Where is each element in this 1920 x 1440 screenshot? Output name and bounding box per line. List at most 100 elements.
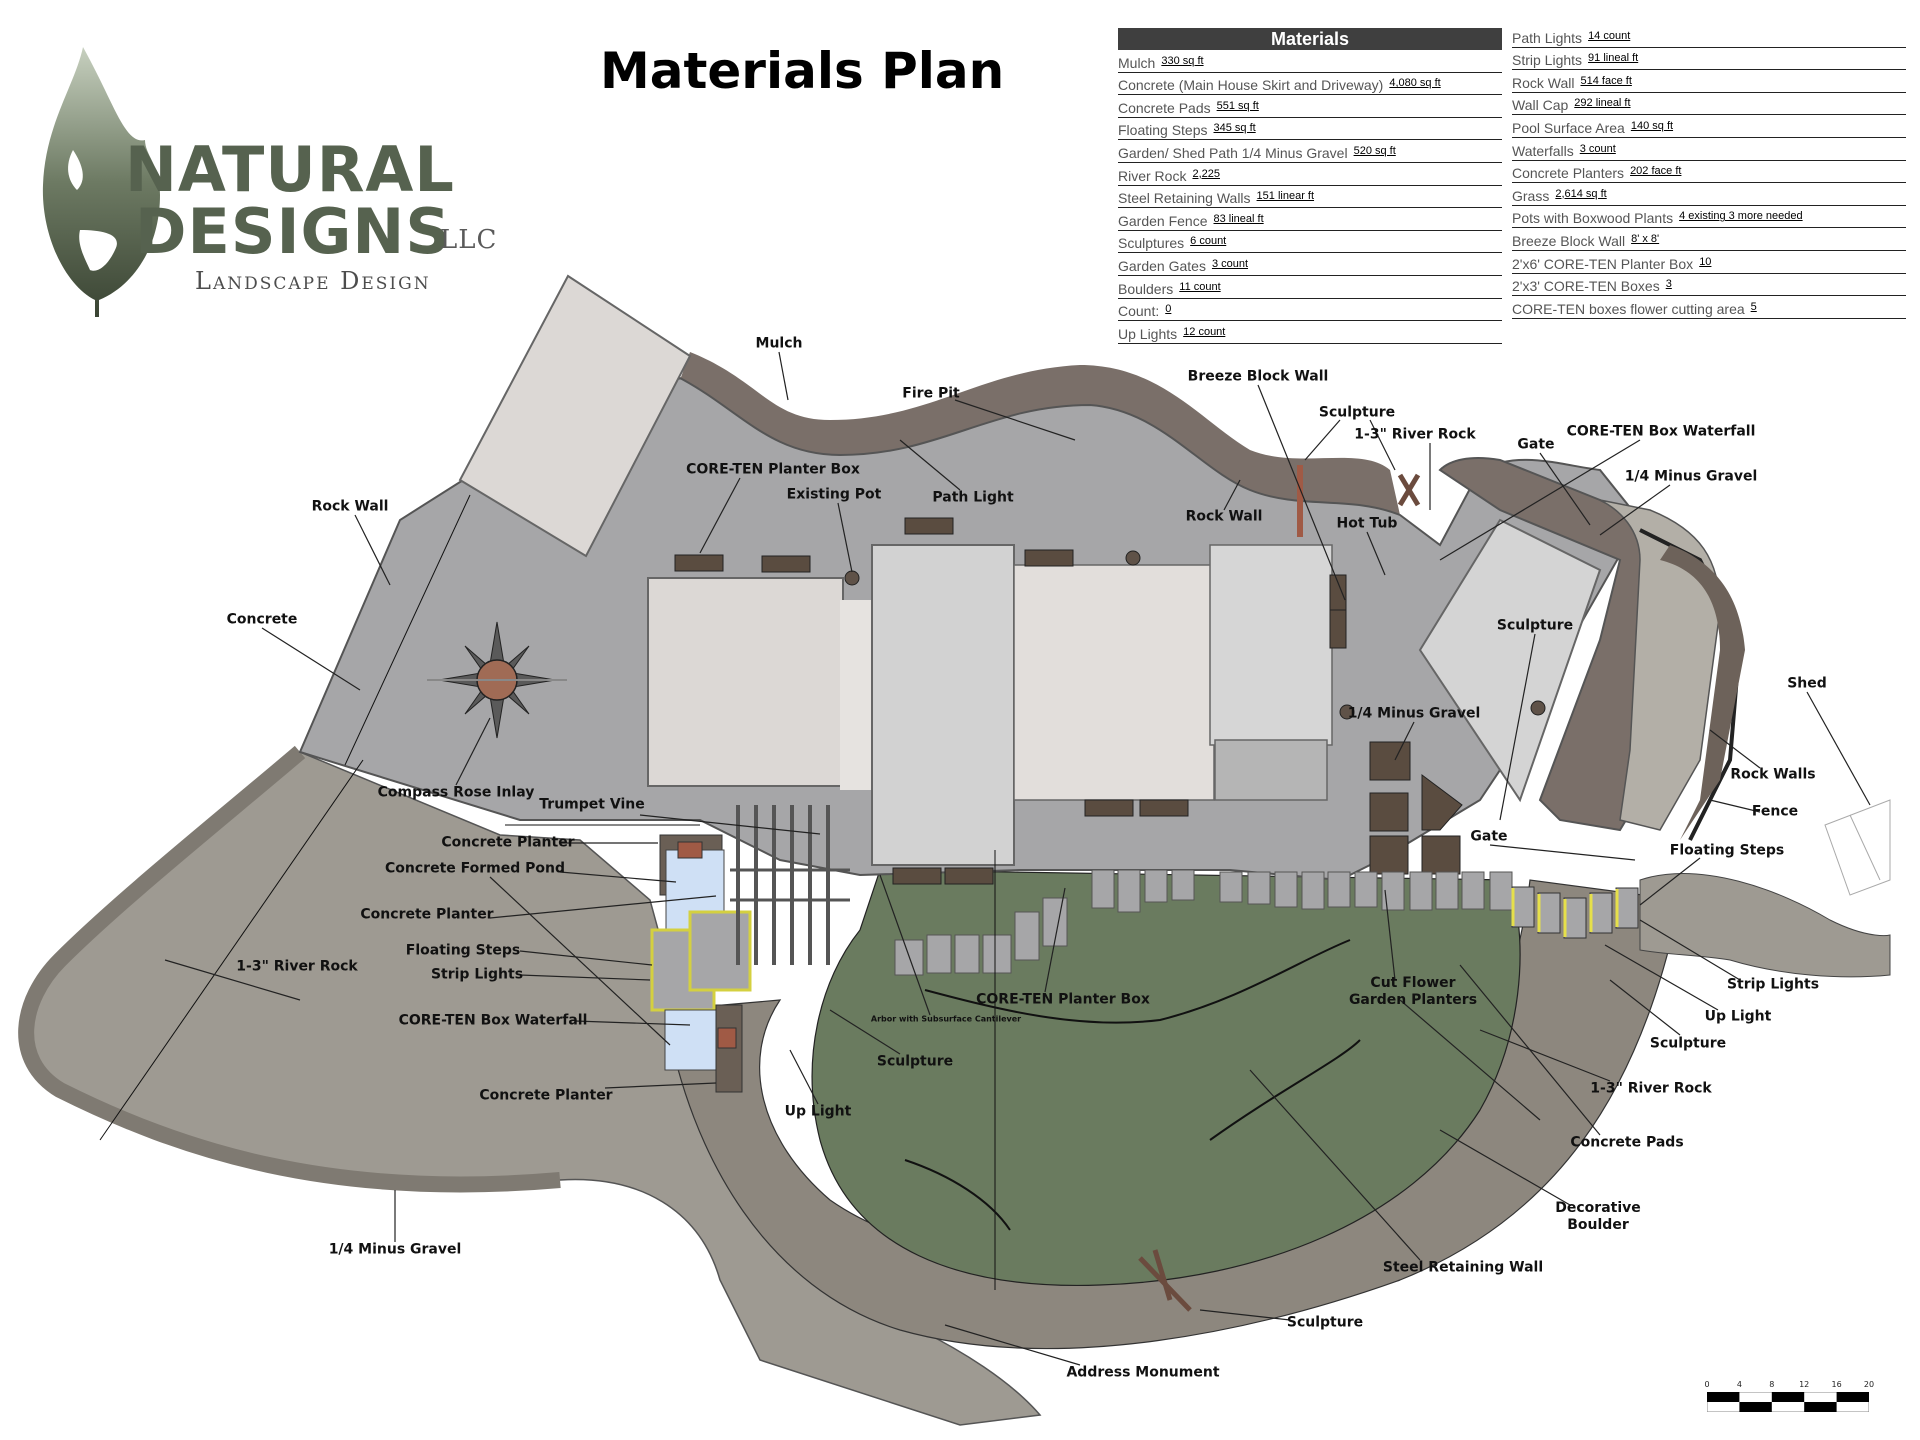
material-value: 4 existing 3 more needed bbox=[1679, 210, 1803, 223]
scale-bar-graphic bbox=[1706, 1391, 1870, 1413]
scale-tick: 0 bbox=[1704, 1380, 1710, 1389]
material-label: CORE-TEN boxes flower cutting area bbox=[1512, 300, 1745, 317]
plan-label-minus-gravel-mid: 1/4 Minus Gravel bbox=[1347, 705, 1481, 722]
material-row: Pool Surface Area 140 sq ft bbox=[1512, 115, 1906, 138]
material-label: Sculptures bbox=[1118, 235, 1185, 252]
plan-label-concrete: Concrete bbox=[226, 611, 298, 628]
shed-path bbox=[1639, 873, 1891, 978]
page-title: Materials Plan bbox=[600, 42, 1005, 100]
materials-table-header-box: Materials bbox=[1118, 28, 1502, 50]
plan-label-gate-top: Gate bbox=[1517, 436, 1555, 453]
outer-rock-wall bbox=[1660, 545, 1745, 840]
scale-tick: 8 bbox=[1769, 1380, 1775, 1389]
material-value: 514 face ft bbox=[1580, 74, 1632, 87]
material-value: 8' x 8' bbox=[1631, 232, 1660, 245]
plan-label-arbor: Arbor with Subsurface Cantilever bbox=[870, 1014, 1022, 1024]
plan-label-fence: Fence bbox=[1751, 803, 1799, 820]
material-row: Pots with Boxwood Plants 4 existing 3 mor… bbox=[1512, 206, 1906, 229]
plan-label-steel-retaining-wall: Steel Retaining Wall bbox=[1382, 1259, 1544, 1276]
material-row: Garden Gates 3 count bbox=[1118, 253, 1502, 276]
plan-label-river-rock-right: 1-3" River Rock bbox=[1590, 1080, 1712, 1097]
material-label: Count: bbox=[1118, 303, 1160, 320]
shed-outline bbox=[1824, 799, 1891, 896]
material-value: 3 count bbox=[1211, 257, 1249, 270]
materials-header: Materials bbox=[1118, 28, 1502, 50]
compass-rose bbox=[427, 621, 567, 739]
material-value: 345 sq ft bbox=[1213, 122, 1256, 135]
scale-tick: 16 bbox=[1831, 1380, 1842, 1389]
material-value: 330 sq ft bbox=[1161, 54, 1204, 67]
material-value: 151 linear ft bbox=[1256, 190, 1315, 203]
material-value: 202 face ft bbox=[1630, 165, 1682, 178]
pool-house bbox=[1418, 518, 1602, 803]
plan-label-trumpet-vine: Trumpet Vine bbox=[539, 796, 645, 813]
plan-label-rock-wall-left: Rock Wall bbox=[311, 498, 389, 515]
garden-curves bbox=[904, 939, 1361, 1231]
coreten-waterfall-south bbox=[717, 1027, 737, 1049]
material-label: Up Lights bbox=[1118, 325, 1178, 342]
material-label: Pool Surface Area bbox=[1512, 119, 1625, 136]
mulch-band bbox=[680, 352, 1400, 515]
material-value: 83 lineal ft bbox=[1213, 212, 1264, 225]
material-value: 551 sq ft bbox=[1216, 99, 1259, 112]
material-label: Mulch bbox=[1118, 54, 1156, 71]
material-value: 2,225 bbox=[1192, 167, 1220, 180]
floating-step-2 bbox=[688, 910, 752, 992]
leader-lines bbox=[164, 351, 1871, 1366]
river-rock-border-left bbox=[18, 745, 561, 1193]
plan-label-sculpture-bottom: Sculpture bbox=[1286, 1314, 1364, 1331]
plan-label-river-rock-left: 1-3" River Rock bbox=[236, 958, 358, 975]
material-value: 3 count bbox=[1579, 142, 1616, 155]
plan-label-floating-steps-right: Floating Steps bbox=[1669, 842, 1785, 859]
plan-label-rock-wall-top: Rock Wall bbox=[1185, 508, 1263, 525]
material-label: Rock Wall bbox=[1512, 74, 1575, 91]
material-row: Mulch 330 sq ft bbox=[1118, 50, 1502, 73]
material-label: Garden Gates bbox=[1118, 257, 1206, 274]
plan-label-strip-lights-left: Strip Lights bbox=[430, 966, 524, 983]
material-row: Steel Retaining Walls 151 linear ft bbox=[1118, 186, 1502, 209]
material-row: Concrete Pads 551 sq ft bbox=[1118, 95, 1502, 118]
material-value: 12 count bbox=[1183, 325, 1226, 338]
plan-label-rock-walls: Rock Walls bbox=[1730, 766, 1816, 783]
plan-label-minus-gravel-bottom: 1/4 Minus Gravel bbox=[328, 1241, 462, 1258]
plan-label-sculpture-right-low: Sculpture bbox=[1649, 1035, 1727, 1052]
leaf-icon bbox=[42, 47, 160, 317]
material-label: Wall Cap bbox=[1512, 97, 1569, 114]
plan-label-minus-gravel-top: 1/4 Minus Gravel bbox=[1624, 468, 1758, 485]
material-label: Grass bbox=[1512, 187, 1550, 204]
coreten-waterfall-north bbox=[677, 841, 703, 859]
material-label: Steel Retaining Walls bbox=[1118, 190, 1251, 207]
plan-label-river-rock-top: 1-3" River Rock bbox=[1354, 426, 1476, 443]
plan-label-up-light-right: Up Light bbox=[1704, 1008, 1772, 1025]
material-value: 140 sq ft bbox=[1630, 119, 1674, 132]
plan-label-existing-pot: Existing Pot bbox=[786, 486, 882, 503]
material-row: Count:0 bbox=[1118, 299, 1502, 322]
material-row: Concrete (Main House Skirt and Driveway)… bbox=[1118, 73, 1502, 96]
material-label: Pots with Boxwood Plants bbox=[1512, 210, 1674, 227]
material-value: 2,614 sq ft bbox=[1555, 187, 1607, 200]
house-wing-east bbox=[1209, 544, 1333, 746]
material-label: 2'x6' CORE-TEN Planter Box bbox=[1512, 255, 1694, 272]
plan-label-concrete-planter-2: Concrete Planter bbox=[360, 906, 494, 923]
plan-label-sculpture-mid: Sculpture bbox=[876, 1053, 954, 1070]
pond-lower bbox=[664, 1009, 726, 1071]
house-garage-east bbox=[1214, 739, 1328, 801]
materials-column-left: Mulch 330 sq ft Concrete (Main House Skirt… bbox=[1118, 50, 1502, 344]
material-label: 2'x3' CORE-TEN Boxes bbox=[1512, 278, 1660, 295]
material-label: Concrete Pads bbox=[1118, 99, 1211, 116]
plan-label-cut-flower: Cut Flower Garden Planters bbox=[1348, 975, 1478, 1008]
strip-light-lines bbox=[1511, 888, 1619, 937]
existing-pots bbox=[844, 550, 1546, 720]
scale-tick: 20 bbox=[1863, 1380, 1875, 1389]
plan-label-strip-lights-right: Strip Lights bbox=[1726, 976, 1820, 993]
plan-label-floating-steps-left: Floating Steps bbox=[405, 942, 521, 959]
cut-flower-planters bbox=[1369, 741, 1463, 875]
